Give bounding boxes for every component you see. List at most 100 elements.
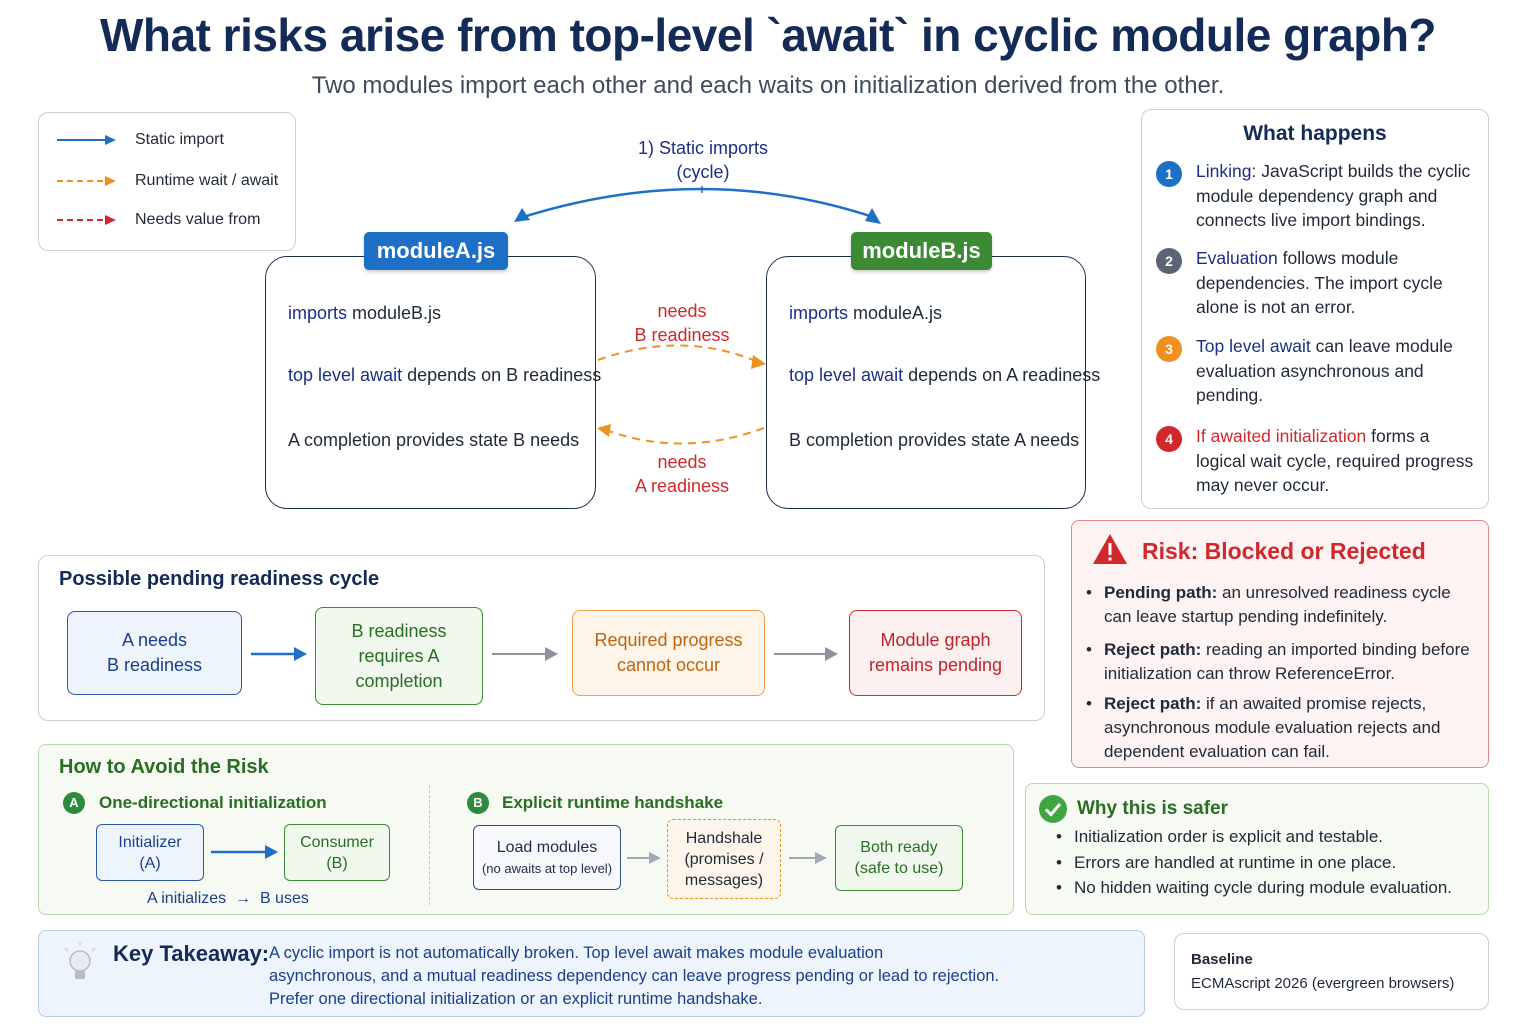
handshake-box: Handshale (promises / messages): [667, 819, 781, 899]
needs-b-readiness-label: needs B readiness: [612, 299, 752, 347]
what-happens-item-2: 2 Evaluation follows module dependencies…: [1156, 246, 1474, 320]
init-arrow: [211, 845, 278, 859]
step-3-kw: Top level await: [1196, 336, 1311, 356]
module-a-await-text: depends on B readiness: [402, 365, 602, 385]
what-happens-item-3: 3 Top level await can leave module evalu…: [1156, 334, 1474, 408]
avoid-panel: How to Avoid the Risk A One-directional …: [38, 744, 1014, 915]
risk-item-2-text: reading an imported binding before initi…: [1104, 640, 1470, 683]
option-a-badge: A: [63, 792, 85, 814]
safer-item-3: •No hidden waiting cycle during module e…: [1056, 878, 1453, 897]
static-imports-line1: 1) Static imports: [637, 138, 769, 158]
step-2-text: follows module dependencies. The import …: [1196, 248, 1443, 317]
await-arrow-a-to-b: [597, 344, 759, 363]
needs-a-readiness-label: needs A readiness: [612, 450, 752, 498]
takeaway-line-2: asynchronous, and a mutual readiness dep…: [269, 967, 1000, 985]
safer-item-1-text: Initialization order is explicit and tes…: [1074, 827, 1383, 846]
load-modules-box: Load modules(no awaits at top level): [473, 825, 621, 890]
module-b-imports-text: moduleA.js: [848, 303, 943, 323]
safer-item-2-text: Errors are handled at runtime in one pla…: [1074, 853, 1397, 872]
handshake-line1: Handshale: [685, 829, 763, 847]
step-1-kw: Linking:: [1196, 161, 1257, 181]
static-import-arrow: [519, 187, 877, 220]
step-4-text: forms a logical wait cycle, required pro…: [1196, 426, 1474, 495]
lightbulb-icon: [64, 942, 96, 979]
step-2-kw: Evaluation: [1196, 248, 1278, 268]
initializer-box: Initializer(A): [96, 824, 204, 881]
what-happens-title: What happens: [1243, 122, 1387, 145]
consumer-line2: (B): [326, 854, 348, 872]
load-line1: Load modules: [496, 838, 598, 856]
safer-item-2: •Errors are handled at runtime in one pl…: [1056, 853, 1397, 872]
what-happens-item-1: 1 Linking: JavaScript builds the cyclic …: [1156, 159, 1474, 233]
module-a-box: imports moduleB.js top level await depen…: [265, 256, 601, 509]
cycle-box-4-line1: Module graph: [880, 630, 991, 650]
step-3-badge: 3: [1156, 336, 1182, 362]
consumer-box: Consumer(B): [284, 824, 390, 881]
ready-line2: (safe to use): [854, 860, 944, 877]
pending-cycle-title: Possible pending readiness cycle: [59, 568, 380, 590]
cycle-box-1-line1: A needs: [121, 630, 188, 650]
safer-panel: Why this is safer •Initialization order …: [1025, 783, 1489, 915]
both-ready-box: Both ready (safe to use): [835, 825, 963, 891]
pending-cycle-panel: Possible pending readiness cycle A needs…: [38, 555, 1045, 721]
cycle-box-2-line2: requires A: [358, 645, 440, 666]
risk-item-3-text: if an awaited promise rejects, asynchron…: [1104, 694, 1441, 761]
risk-item-3-kw: Reject path:: [1104, 694, 1202, 713]
await-arrow-b-to-a: [605, 427, 765, 445]
needs-a-line2: A readiness: [634, 476, 730, 496]
cycle-box-3-line1: Required progress: [594, 630, 743, 650]
baseline-label: Baseline: [1191, 951, 1253, 968]
module-b-await-text: depends on A readiness: [903, 365, 1101, 385]
page-title: What risks arise from top-level `await` …: [99, 9, 1437, 61]
avoid-title: How to Avoid the Risk: [59, 756, 269, 778]
cycle-box-3-line2: cannot occur: [616, 655, 721, 675]
cycle-box-2-line1: B readiness: [351, 620, 447, 641]
step-2-badge: 2: [1156, 248, 1182, 274]
cycle-box-2-line3: completion: [355, 670, 443, 691]
option-b-badge: B: [467, 792, 489, 814]
legend-needs-value: Needs value from: [55, 211, 260, 229]
needs-b-line1: needs: [657, 301, 707, 321]
legend-static-import: Static import: [55, 131, 224, 149]
cycle-arrows: [251, 647, 838, 661]
safer-title: Why this is safer: [1077, 798, 1228, 819]
initializer-line1: Initializer: [118, 833, 182, 851]
safer-item-1: •Initialization order is explicit and te…: [1056, 827, 1383, 846]
module-b-line3: B completion provides state A needs: [789, 430, 1080, 450]
option-a-label: One-directional initialization: [99, 793, 327, 812]
module-b-tab: moduleB.js: [851, 232, 992, 270]
module-b-await-kw: top level await: [789, 365, 904, 385]
cycle-box-progress: Required progress cannot occur: [572, 610, 765, 696]
what-happens-item-4: 4 If awaited initialization forms a logi…: [1156, 424, 1474, 498]
takeaway-panel: Key Takeaway: A cyclic import is not aut…: [38, 930, 1145, 1017]
cycle-box-b-requires-a: B readiness requires A completion: [315, 607, 483, 705]
baseline-panel: Baseline ECMAscript 2026 (evergreen brow…: [1174, 933, 1489, 1010]
step-3-text: can leave module evaluation asynchronous…: [1196, 336, 1453, 405]
cycle-box-4-line2: remains pending: [868, 655, 1003, 675]
dashed-orange-arrow-icon: [57, 176, 116, 186]
step-4-badge: 4: [1156, 426, 1182, 452]
module-a-imports-kw: imports: [288, 303, 348, 323]
caption-left: A initializes: [147, 890, 227, 907]
dashed-red-arrow-icon: [57, 215, 116, 225]
risk-item-1-text: an unresolved readiness cycle can leave …: [1104, 583, 1451, 626]
takeaway-text: A cyclic import is not automatically bro…: [269, 942, 999, 1011]
static-imports-line2: (cycle): [676, 162, 730, 182]
module-b-line2: top level await depends on A readiness: [789, 365, 1100, 386]
handshake-line2: (promises /: [684, 850, 764, 868]
legend-static-import-label: Static import: [135, 131, 224, 148]
module-a-await-kw: top level await: [288, 365, 403, 385]
load-to-handshake-arrow: [627, 852, 661, 864]
risk-item-1-kw: Pending path:: [1104, 583, 1218, 602]
handshake-line3: messages): [684, 871, 764, 889]
cycle-box-1-line2: B readiness: [106, 655, 203, 675]
legend-needs-value-label: Needs value from: [135, 211, 261, 228]
caption-right: B uses: [259, 890, 309, 907]
option-b-label: Explicit runtime handshake: [502, 793, 724, 812]
step-1-text: JavaScript builds the cyclic module depe…: [1196, 161, 1471, 230]
needs-a-line1: needs: [657, 452, 707, 472]
takeaway-label: Key Takeaway:: [113, 941, 270, 966]
module-b-imports-kw: imports: [789, 303, 849, 323]
risk-item-2-kw: Reject path:: [1104, 640, 1202, 659]
ready-line1: Both ready: [860, 839, 938, 856]
